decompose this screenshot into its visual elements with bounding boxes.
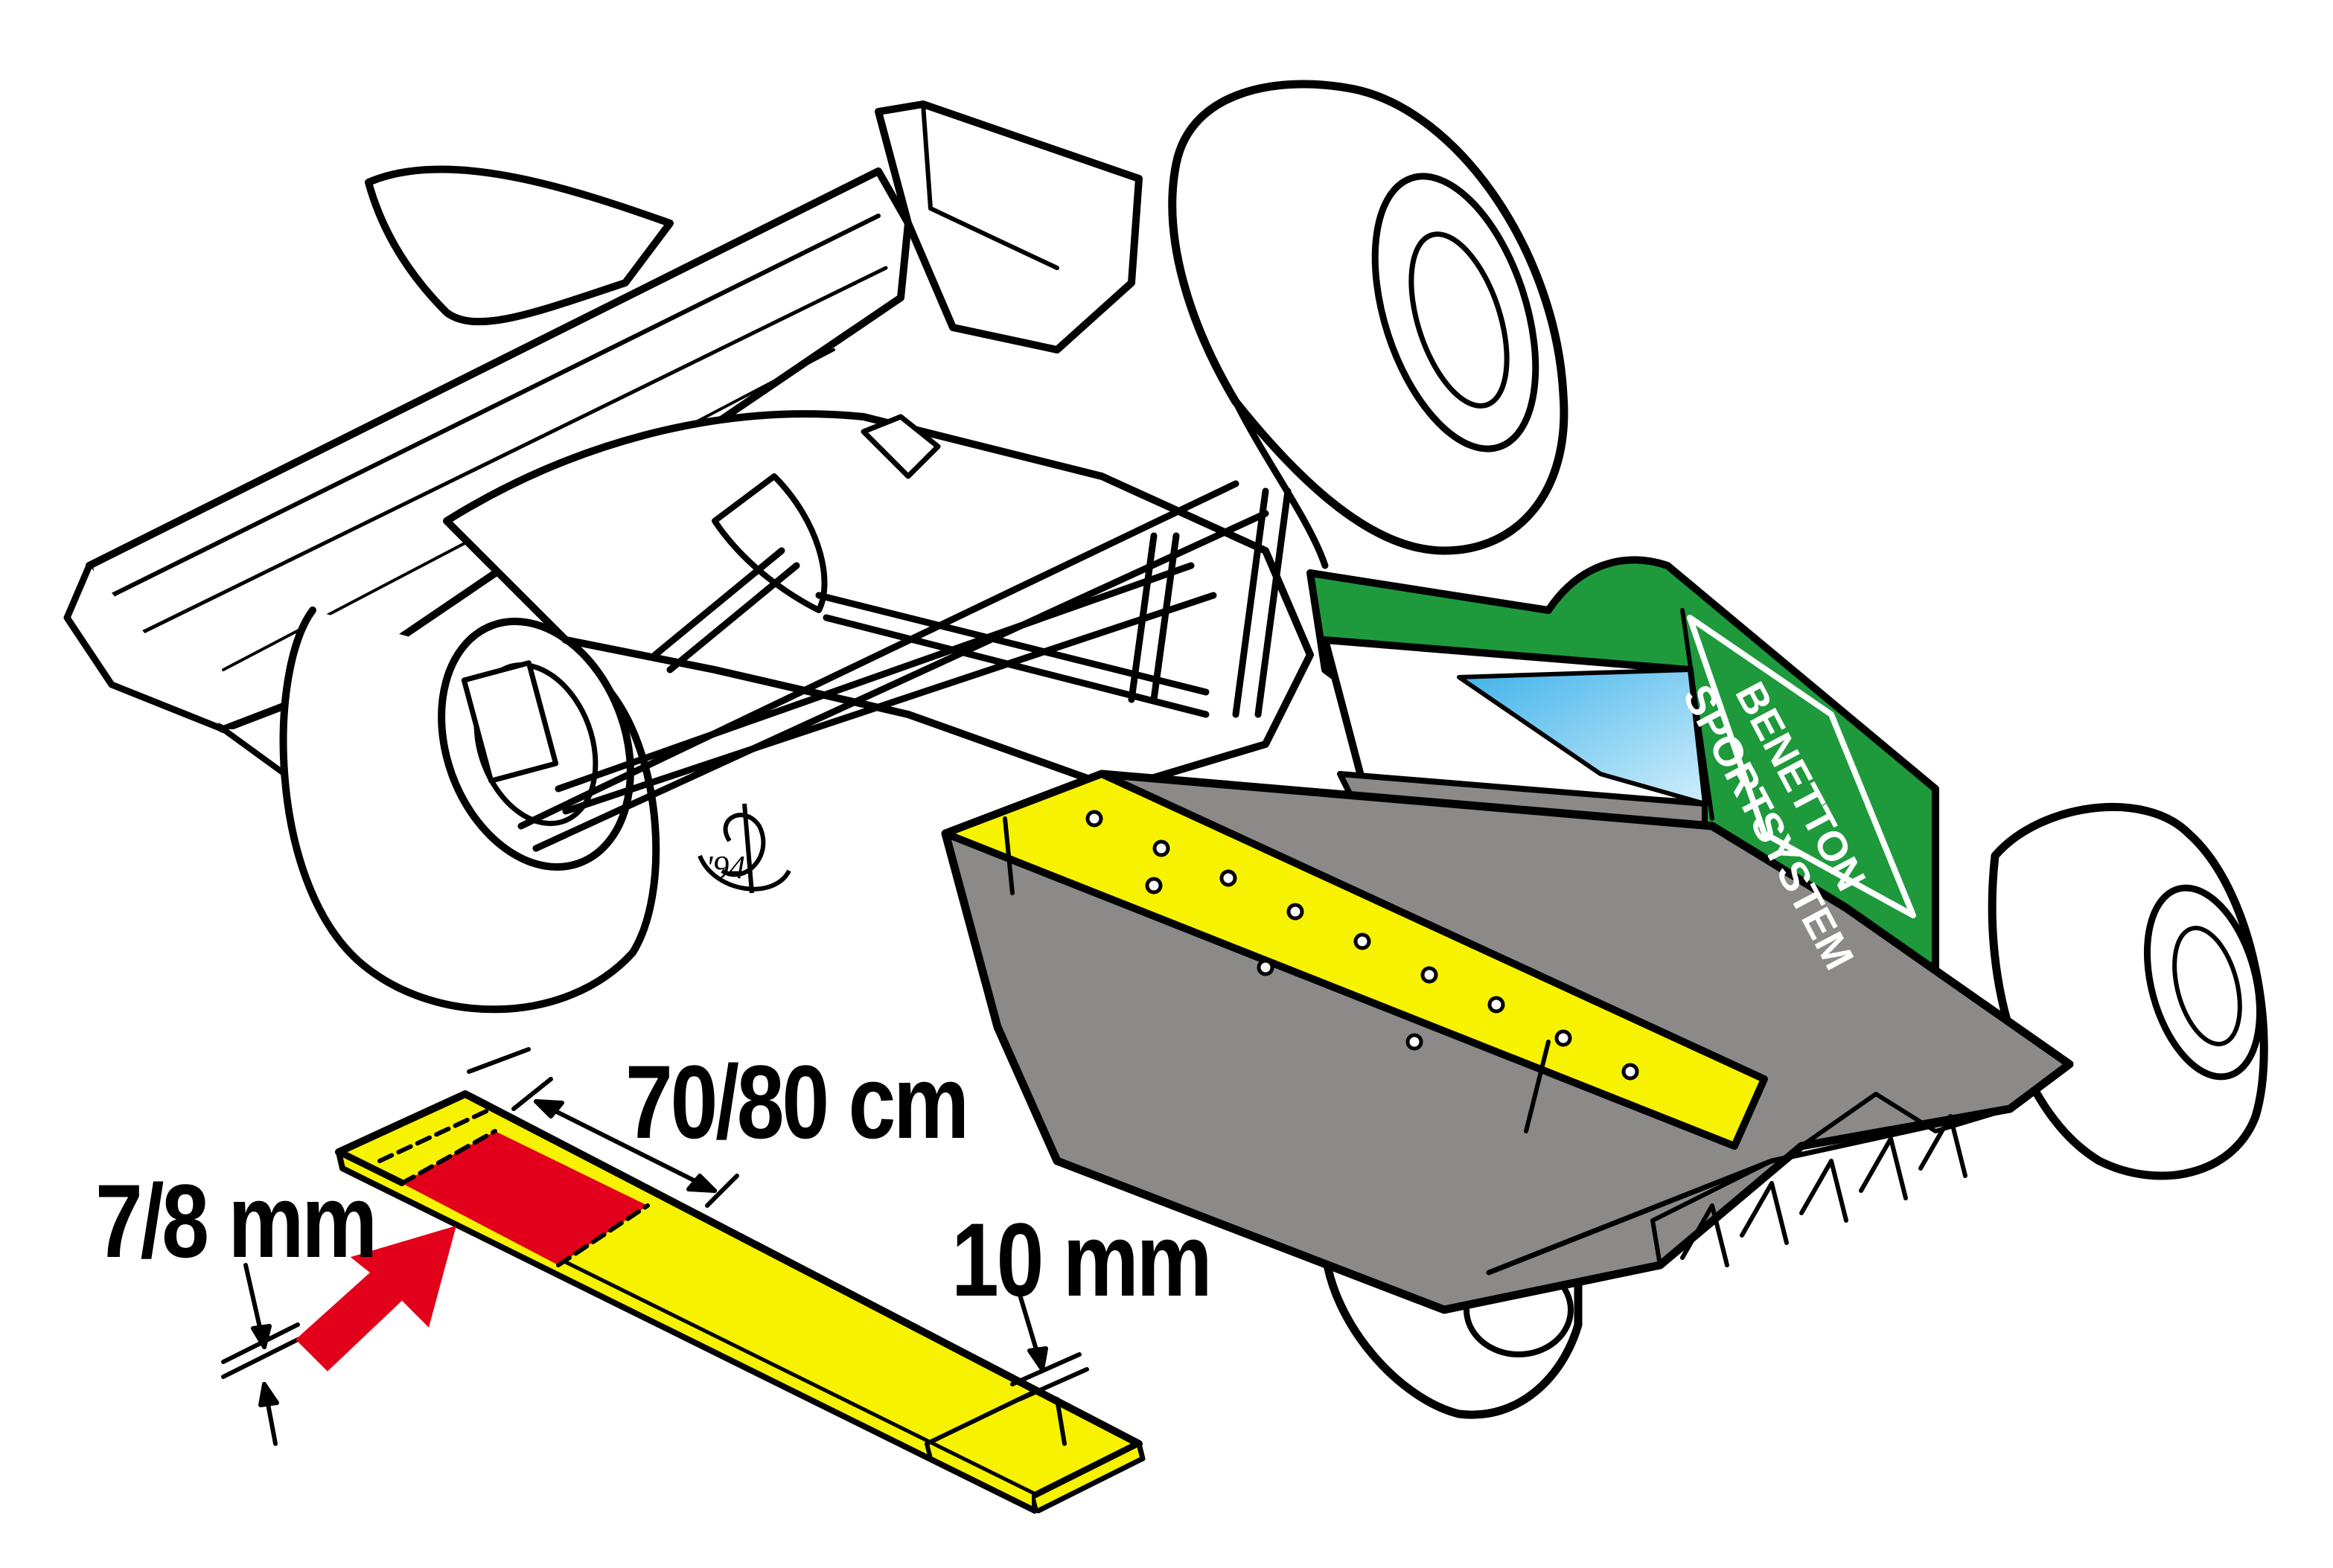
artist-monogram-icon bbox=[698, 803, 791, 894]
plank-bolts bbox=[1085, 810, 1639, 1081]
rear-right-tyre bbox=[1168, 80, 1568, 569]
artist-signature: '94 bbox=[706, 849, 746, 886]
wear-arrow-icon bbox=[296, 1226, 456, 1372]
plank-worn-area bbox=[336, 1129, 650, 1267]
plank-length-label: 70/80 cm bbox=[625, 1043, 969, 1160]
thickness-dimension-new bbox=[1010, 1293, 1089, 1446]
gearbox-structure bbox=[443, 410, 1314, 793]
cockpit-windscreen bbox=[1321, 636, 1708, 829]
plank-end-line bbox=[925, 1389, 1037, 1461]
thickness-dimension-worn bbox=[221, 1263, 300, 1446]
rear-left-tyre bbox=[279, 607, 660, 1014]
plank-thickness-worn-label: 7/8 mm bbox=[95, 1162, 377, 1279]
rear-suspension bbox=[517, 480, 1292, 852]
plank-thickness-new-label: 10 mm bbox=[951, 1201, 1213, 1318]
floor-plank-mounted bbox=[942, 770, 1768, 1150]
length-dimension bbox=[467, 1047, 739, 1208]
rear-wing-endplate bbox=[365, 100, 1143, 353]
front-right-tyre bbox=[1988, 803, 2268, 1180]
diffuser-fins bbox=[1680, 1114, 1967, 1267]
sponsor-panel bbox=[1687, 615, 1916, 918]
